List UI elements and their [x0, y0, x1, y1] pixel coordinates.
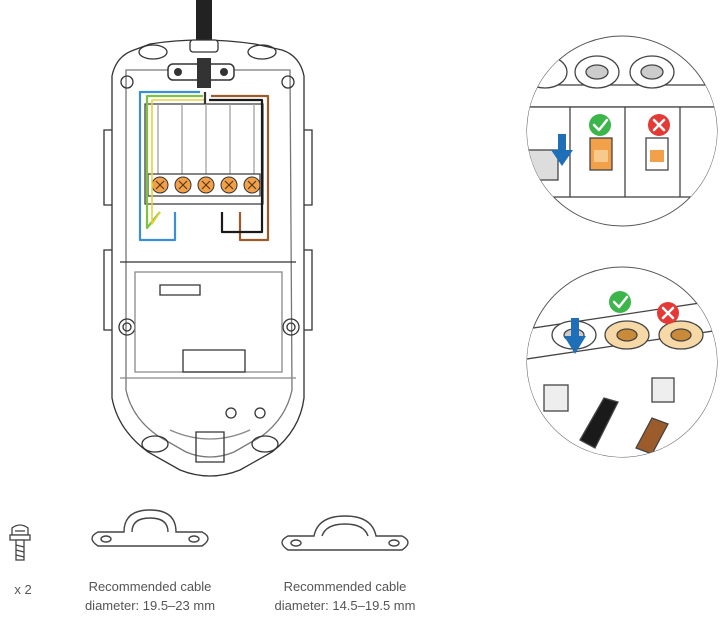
wire-blue: [138, 90, 200, 242]
clamp-large-line2: diameter: 19.5–23 mm: [84, 598, 216, 613]
cable-gland: [167, 0, 235, 88]
check-mark-icon: [589, 114, 611, 136]
cross-mark-icon: [648, 114, 670, 136]
wires: [138, 90, 270, 242]
clamp-small-label: Recommended cable diameter: 14.5–19.5 mm: [255, 577, 435, 615]
terminal-screw-slot: [178, 180, 188, 190]
arrow-down-icon: [564, 318, 586, 354]
screw-quantity-label: x 2: [14, 582, 32, 597]
charger-enclosure: [103, 39, 313, 477]
terminal-screws: [151, 176, 261, 194]
terminal-screw-slot: [155, 180, 165, 190]
screw-icon: [9, 524, 31, 561]
wire-brown: [211, 94, 270, 242]
wire-yellow: [151, 99, 206, 225]
clamp-large-label: Recommended cable diameter: 19.5–23 mm: [65, 577, 235, 615]
clamp-large-line1: Recommended cable: [88, 579, 212, 594]
wire-green-yellow: [145, 94, 203, 230]
terminal-screw-slot: [224, 180, 234, 190]
detail-bottom-terminal: [526, 266, 718, 458]
wire-black: [209, 98, 264, 234]
cable-clamp-icon: [281, 515, 409, 551]
clamp-small-line2: diameter: 14.5–19.5 mm: [274, 598, 416, 613]
terminal-screw-slot: [201, 180, 211, 190]
cable-clamp-icon: [91, 509, 209, 547]
cross-mark-icon: [657, 302, 679, 324]
clamp-small-line1: Recommended cable: [283, 579, 407, 594]
detail-top-terminal: [526, 35, 718, 227]
arrow-down-icon: [551, 134, 573, 166]
terminal-screw-slot: [247, 180, 257, 190]
check-mark-icon: [609, 291, 631, 313]
